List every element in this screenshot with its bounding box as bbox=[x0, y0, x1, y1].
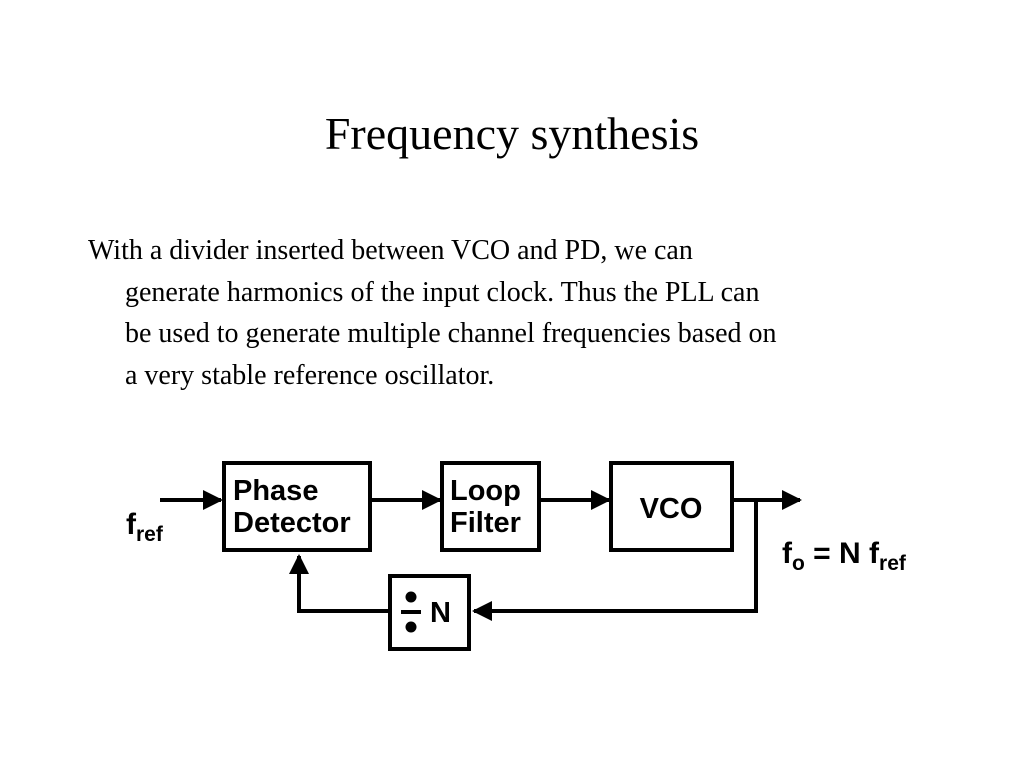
output-signal-label: fo = N fref bbox=[782, 537, 907, 575]
feedback-to-divider-arrow bbox=[472, 500, 758, 621]
body-line-4: a very stable reference oscillator. bbox=[125, 359, 495, 391]
vco-block: VCO bbox=[609, 461, 734, 552]
phase-detector-label-line2: Detector bbox=[233, 507, 351, 539]
vco-label: VCO bbox=[640, 493, 703, 525]
divide-dot-top bbox=[405, 591, 417, 603]
divider-to-pd-arrow bbox=[289, 554, 388, 613]
input-signal-label: fref bbox=[126, 508, 164, 546]
slide-body-text: With a divider inserted between VCO and … bbox=[88, 230, 948, 396]
divider-label: N bbox=[430, 597, 451, 629]
phase-detector-label-line1: Phase bbox=[233, 475, 318, 507]
divider-block: N bbox=[388, 574, 471, 651]
slide-title: Frequency synthesis bbox=[324, 108, 700, 159]
loop-filter-block: Loop Filter bbox=[440, 461, 541, 552]
phase-detector-block: Phase Detector bbox=[222, 461, 372, 552]
body-line-2: generate harmonics of the input clock. T… bbox=[125, 276, 760, 308]
body-line-1: With a divider inserted between VCO and … bbox=[88, 235, 693, 266]
body-line-3: be used to generate multiple channel fre… bbox=[125, 318, 777, 349]
loop-filter-label-line2: Filter bbox=[450, 507, 521, 539]
loop-filter-label-line1: Loop bbox=[450, 475, 521, 507]
divide-dot-bottom bbox=[405, 621, 417, 633]
